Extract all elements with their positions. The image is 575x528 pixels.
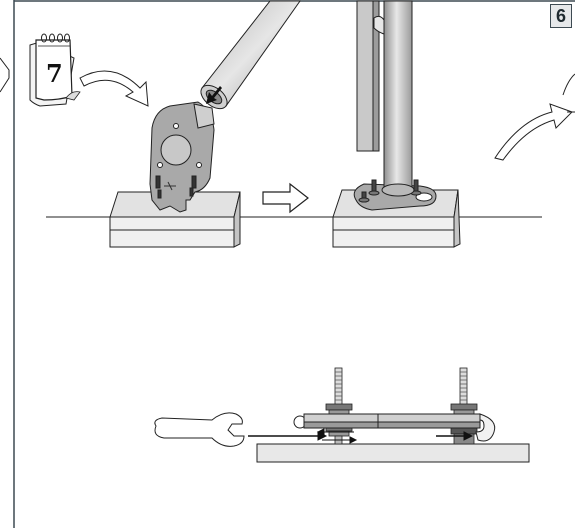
vertical-pole bbox=[356, 0, 415, 197]
step-number-badge: 6 bbox=[550, 4, 572, 28]
ground-slab bbox=[256, 443, 530, 463]
insert-arrow bbox=[206, 86, 222, 104]
curved-arrow-left bbox=[79, 70, 149, 107]
tighten-arrows bbox=[248, 428, 474, 444]
calendar-day-label: 7 bbox=[46, 59, 63, 88]
left-anchor-bolt bbox=[325, 367, 353, 445]
base-plate bbox=[353, 179, 437, 211]
right-edge-shape bbox=[562, 73, 575, 113]
calendar-icon: 7 bbox=[29, 33, 81, 107]
curved-arrow-right bbox=[494, 103, 573, 161]
bolted-plates bbox=[293, 413, 496, 442]
transition-arrow bbox=[262, 182, 309, 214]
left-edge-arrow bbox=[0, 57, 10, 93]
left-pole-bracket bbox=[149, 101, 215, 213]
wrench-icon bbox=[154, 412, 245, 447]
